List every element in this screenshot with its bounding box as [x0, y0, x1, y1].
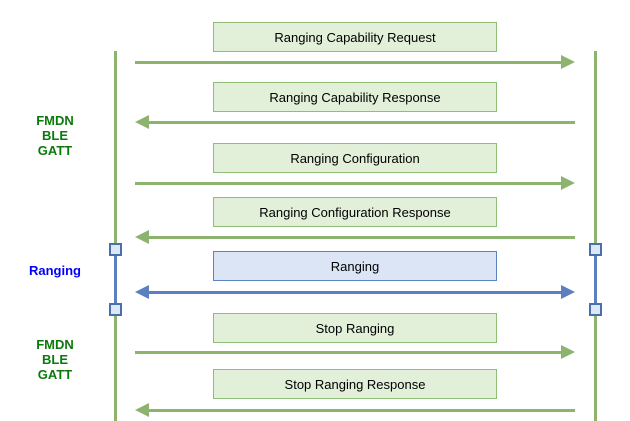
message-arrow-left	[135, 403, 575, 417]
phase-label-line: Ranging	[29, 263, 81, 278]
arrowhead-right-icon	[561, 55, 575, 69]
activation-marker	[589, 303, 602, 316]
lifeline-left-green-bottom	[114, 316, 117, 421]
message-box-stop-ranging-response: Stop Ranging Response	[213, 369, 497, 399]
lifeline-right-green-top	[594, 51, 597, 243]
phase-label-line: BLE	[42, 352, 68, 367]
phase-label-line: FMDN	[36, 337, 74, 352]
message-label: Ranging Capability Request	[274, 29, 436, 45]
lifeline-left-green-top	[114, 51, 117, 243]
lifeline-right-blue-segment	[594, 256, 597, 303]
activation-marker	[589, 243, 602, 256]
message-arrow-right	[135, 55, 575, 69]
arrow-shaft	[146, 120, 575, 124]
arrow-shaft	[135, 181, 564, 185]
arrowhead-left-icon	[135, 230, 149, 244]
lifeline-left-blue-segment	[114, 256, 117, 303]
activation-marker	[109, 243, 122, 256]
message-arrow-left	[135, 115, 575, 129]
message-arrow-right	[135, 345, 575, 359]
message-box-ranging-configuration: Ranging Configuration	[213, 143, 497, 173]
arrow-shaft	[146, 290, 564, 294]
message-box-ranging: Ranging	[213, 251, 497, 281]
message-arrow-bidirectional	[135, 285, 575, 299]
message-label: Ranging Configuration Response	[259, 204, 451, 220]
phase-label-fmdn-ble-gatt-bottom: FMDN BLE GATT	[0, 337, 110, 382]
message-label: Stop Ranging	[315, 320, 395, 336]
phase-label-line: GATT	[37, 367, 73, 382]
message-arrow-right	[135, 176, 575, 190]
lifeline-right-green-bottom	[594, 316, 597, 421]
message-label: Stop Ranging Response	[284, 376, 426, 392]
arrow-shaft	[146, 235, 575, 239]
arrow-shaft	[135, 350, 564, 354]
phase-label-line: GATT	[37, 143, 73, 158]
message-label: Ranging Configuration	[290, 150, 420, 166]
message-box-ranging-capability-response: Ranging Capability Response	[213, 82, 497, 112]
arrowhead-left-icon	[135, 285, 149, 299]
arrow-shaft	[135, 60, 564, 64]
message-label: Ranging	[330, 258, 380, 274]
arrowhead-right-icon	[561, 285, 575, 299]
arrow-shaft	[146, 408, 575, 412]
phase-label-ranging: Ranging	[0, 263, 110, 278]
arrowhead-left-icon	[135, 403, 149, 417]
message-label: Ranging Capability Response	[269, 89, 441, 105]
arrowhead-right-icon	[561, 176, 575, 190]
message-box-stop-ranging: Stop Ranging	[213, 313, 497, 343]
phase-label-line: FMDN	[36, 113, 74, 128]
message-arrow-left	[135, 230, 575, 244]
arrowhead-left-icon	[135, 115, 149, 129]
message-box-ranging-capability-request: Ranging Capability Request	[213, 22, 497, 52]
message-box-ranging-configuration-response: Ranging Configuration Response	[213, 197, 497, 227]
phase-label-line: BLE	[42, 128, 68, 143]
arrowhead-right-icon	[561, 345, 575, 359]
phase-label-fmdn-ble-gatt-top: FMDN BLE GATT	[0, 113, 110, 158]
activation-marker	[109, 303, 122, 316]
